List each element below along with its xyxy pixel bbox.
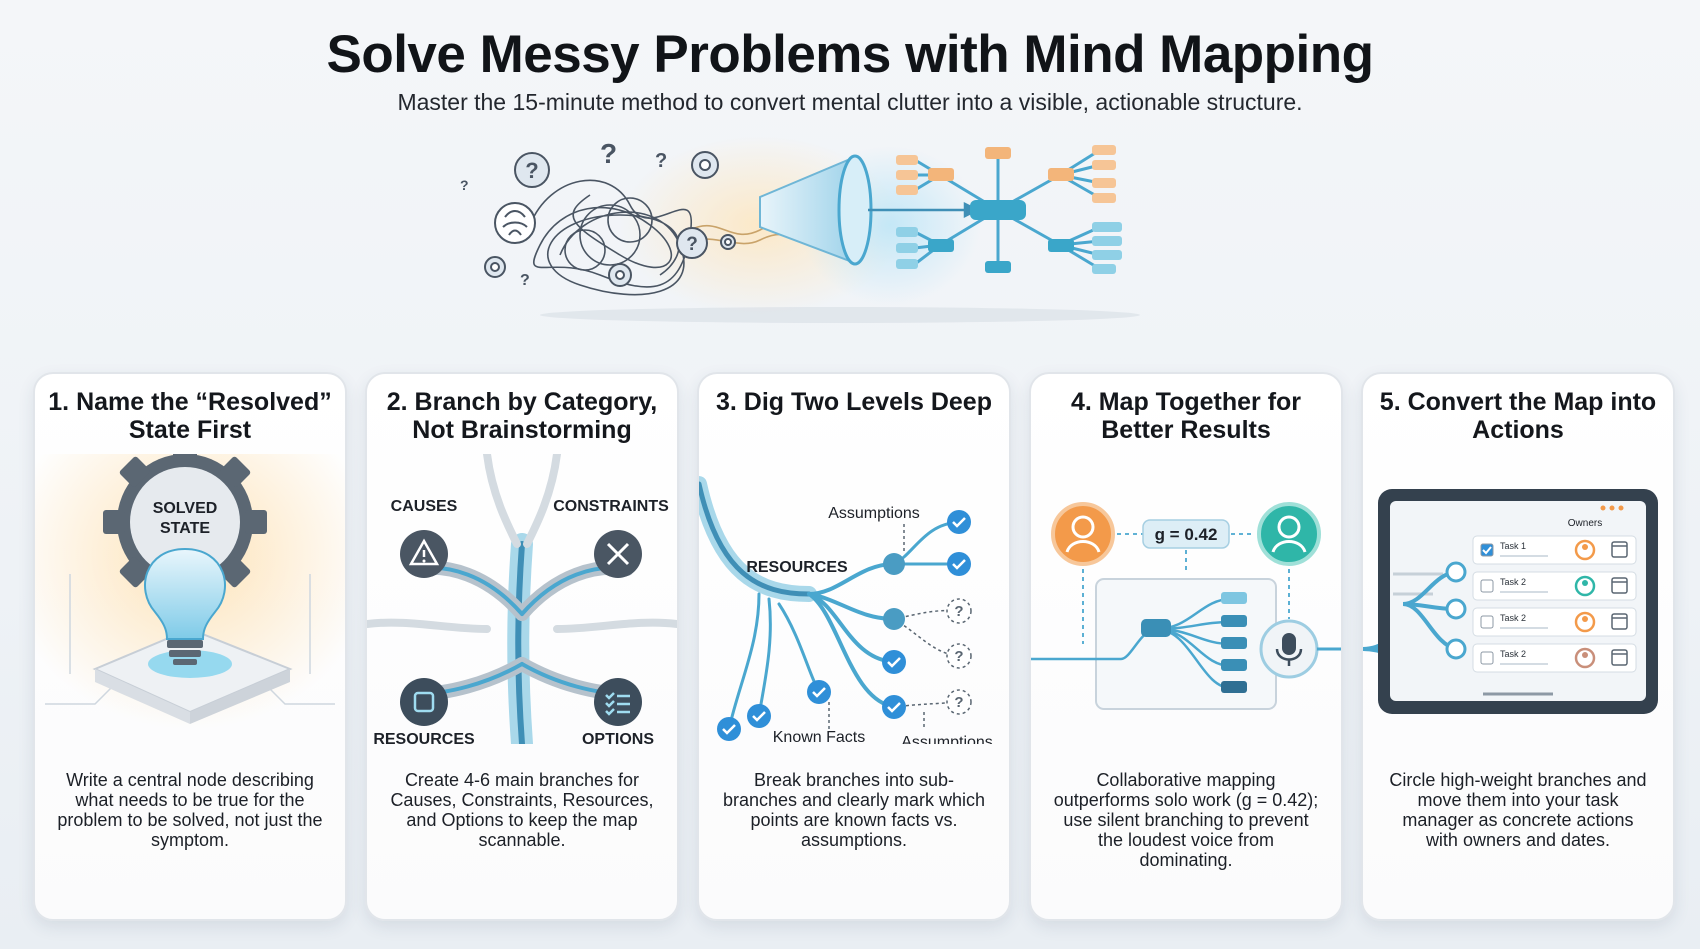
label-assumptions-top: Assumptions <box>828 505 920 522</box>
step-card-5: 5. Convert the Map into Actions Owners T… <box>1361 372 1675 921</box>
task-list: Task 1 Task 2 Task 2 Task 2 <box>1472 535 1637 673</box>
step-description: Circle high-weight branches and move the… <box>1389 770 1647 850</box>
step-card-3: 3. Dig Two Levels Deep <box>697 372 1011 921</box>
calendar-icon[interactable] <box>1611 613 1628 630</box>
svg-text:?: ? <box>954 603 963 620</box>
step-description: Break branches into sub-branches and cle… <box>722 770 986 850</box>
task-row[interactable]: Task 2 <box>1472 607 1637 637</box>
label-causes: CAUSES <box>391 498 458 515</box>
page-subtitle: Master the 15-minute method to convert m… <box>397 89 1303 115</box>
hero-illustration: ? ? ? ? ? ? <box>460 135 1140 323</box>
svg-text:STATE: STATE <box>160 520 210 537</box>
solved-state-badge: SOLVED <box>153 500 218 517</box>
gear-icon <box>608 263 632 287</box>
question-icon: ? <box>600 138 617 169</box>
task-row[interactable]: Task 2 <box>1472 571 1637 601</box>
label-resources: RESOURCES <box>373 731 475 744</box>
label-assumptions-bottom: Assumptions <box>901 734 993 744</box>
task-label: Task 2 <box>1500 613 1526 623</box>
question-icon: ? <box>514 152 550 188</box>
user-icon <box>1257 502 1321 566</box>
checkbox-icon[interactable] <box>1480 543 1494 557</box>
step-title: 1. Name the “Resolved” State First <box>48 388 332 444</box>
sub-branch-nodes <box>883 553 905 718</box>
mind-map-nodes <box>896 145 1122 274</box>
effect-size-badge <box>1142 519 1230 549</box>
task-label: Task 2 <box>1500 649 1526 659</box>
check-icon <box>1482 546 1492 555</box>
effect-size-label: g = 0.42 <box>1155 525 1218 544</box>
checkbox-icon[interactable] <box>1480 579 1494 593</box>
label-options: OPTIONS <box>582 731 654 744</box>
gear-icon <box>103 454 267 604</box>
close-icon <box>594 530 642 578</box>
svg-text:?: ? <box>954 694 963 711</box>
warning-icon <box>400 530 448 578</box>
question-icon: ? <box>520 272 530 289</box>
owners-label: Owners <box>1568 518 1602 529</box>
question-icon: ? <box>676 227 708 259</box>
step-5-illustration: Owners Task 1 Task 2 Task 2 Task 2 <box>1363 489 1658 714</box>
svg-text:?: ? <box>525 158 538 183</box>
step-title: 3. Dig Two Levels Deep <box>715 388 992 416</box>
shared-map-board <box>1095 578 1277 710</box>
gear-icon <box>720 234 736 250</box>
step-title: 2. Branch by Category, Not Brainstorming <box>386 388 658 444</box>
calendar-icon[interactable] <box>1611 577 1628 594</box>
lightbulb-icon <box>144 547 226 665</box>
step-card-4: 4. Map Together for Better Results g = 0… <box>1029 372 1343 921</box>
step-4-illustration: g = 0.42 <box>1031 502 1341 710</box>
user-icon <box>1051 502 1115 566</box>
svg-text:?: ? <box>954 648 963 665</box>
task-label: Task 2 <box>1500 577 1526 587</box>
step-description: Collaborative mapping outperforms solo w… <box>1053 770 1319 870</box>
task-row[interactable]: Task 1 <box>1472 535 1637 565</box>
step-3-illustration: ??? Assumptions RESOURCES Known Facts As… <box>699 476 993 744</box>
puzzle-icon <box>400 678 448 726</box>
gear-icon <box>484 256 506 278</box>
step-title: 4. Map Together for Better Results <box>1070 388 1302 444</box>
step-description: Write a central node describing what nee… <box>57 770 323 850</box>
step-1-illustration: SOLVED STATE <box>35 454 345 744</box>
step-description: Create 4-6 main branches for Causes, Con… <box>390 770 654 850</box>
checkbox-icon[interactable] <box>1480 615 1494 629</box>
question-icon <box>946 598 972 715</box>
check-icon <box>717 510 971 741</box>
calendar-icon[interactable] <box>1611 541 1628 558</box>
checklist-icon <box>594 678 642 726</box>
label-known-facts: Known Facts <box>773 729 865 744</box>
brain-icon <box>494 202 536 244</box>
task-label: Task 1 <box>1500 541 1526 551</box>
page-title: Solve Messy Problems with Mind Mapping <box>326 25 1374 84</box>
question-icon: ? <box>460 177 469 193</box>
gear-icon <box>691 151 719 179</box>
calendar-icon[interactable] <box>1611 649 1628 666</box>
question-icon: ? <box>655 150 667 172</box>
label-resources: RESOURCES <box>746 559 848 576</box>
step-title: 5. Convert the Map into Actions <box>1379 388 1657 444</box>
label-constraints: CONSTRAINTS <box>553 498 669 515</box>
task-row[interactable]: Task 2 <box>1472 643 1637 673</box>
svg-text:?: ? <box>686 234 698 255</box>
checkbox-icon[interactable] <box>1480 651 1494 665</box>
step-2-illustration: CAUSES CONSTRAINTS RESOURCES OPTIONS <box>367 454 677 744</box>
microphone-icon <box>1259 619 1319 679</box>
step-card-1: 1. Name the “Resolved” State First <box>33 372 347 921</box>
step-card-2: 2. Branch by Category, Not Brainstorming <box>365 372 679 921</box>
